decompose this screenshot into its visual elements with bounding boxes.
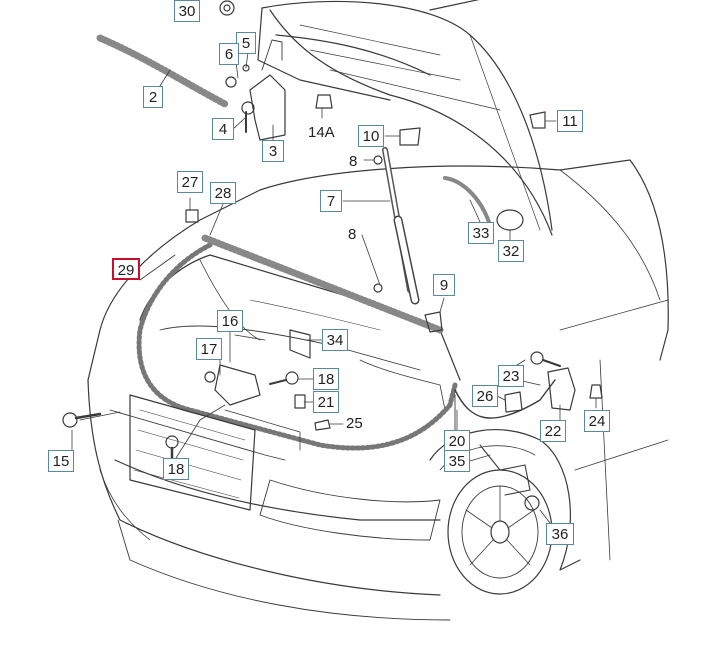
callout-16[interactable]: 16 [217,310,243,332]
callout-17[interactable]: 17 [196,338,222,360]
callout-2[interactable]: 2 [143,86,163,108]
callout-15[interactable]: 15 [48,450,74,472]
callout-30[interactable]: 30 [174,0,200,22]
callout-7[interactable]: 7 [320,190,342,212]
callout-35[interactable]: 35 [444,450,470,472]
callout-11[interactable]: 11 [557,110,583,132]
callout-24[interactable]: 24 [584,410,610,432]
callout-4[interactable]: 4 [212,118,234,140]
callout-28[interactable]: 28 [210,182,236,204]
callout-3[interactable]: 3 [262,140,284,162]
callout-29-selected[interactable]: 29 [112,258,140,280]
callout-26[interactable]: 26 [472,385,498,407]
label-14a[interactable]: 14A [308,124,335,141]
callout-6[interactable]: 6 [219,43,239,65]
callout-33[interactable]: 33 [468,222,494,244]
label-8-lower[interactable]: 8 [348,226,357,243]
callout-9[interactable]: 9 [433,274,455,296]
callout-27[interactable]: 27 [177,171,203,193]
callout-20[interactable]: 20 [444,430,470,452]
callout-34[interactable]: 34 [322,329,348,351]
callout-23[interactable]: 23 [498,365,524,387]
callout-18-lower[interactable]: 18 [163,458,189,480]
label-8-upper[interactable]: 8 [349,153,358,170]
label-25[interactable]: 25 [346,415,363,432]
callout-36[interactable]: 36 [546,523,574,545]
callout-22[interactable]: 22 [540,420,566,442]
callout-21[interactable]: 21 [313,391,339,413]
callout-18-upper[interactable]: 18 [313,368,339,390]
callout-10[interactable]: 10 [358,125,384,147]
callout-32[interactable]: 32 [498,240,524,262]
callout-5[interactable]: 5 [236,32,256,54]
